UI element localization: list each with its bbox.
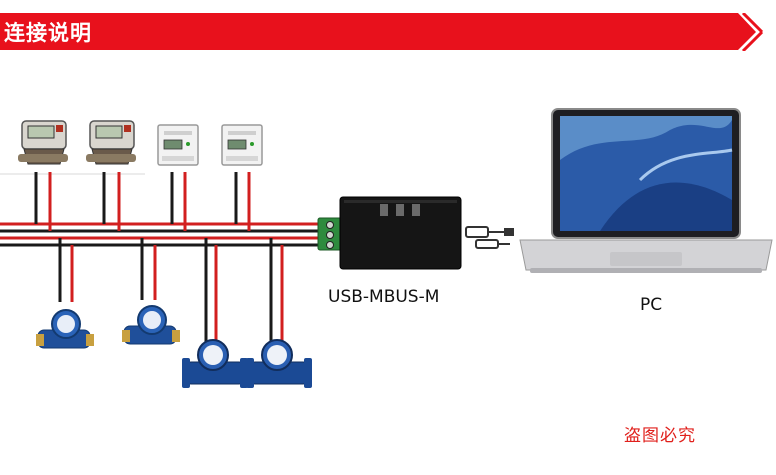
- bottom-drop-wires: [58, 238, 284, 345]
- water-meter-1: [36, 309, 94, 349]
- energy-meter-1: [157, 124, 199, 166]
- terminal-block-icon: [317, 217, 343, 251]
- usb-cable-icon: [465, 226, 514, 249]
- energy-meter-2: [221, 124, 263, 166]
- laptop-icon: [519, 108, 773, 273]
- banner-shape: [0, 13, 764, 51]
- banner-title: 连接说明: [4, 21, 92, 45]
- flanged-meter-2: [246, 339, 312, 388]
- header-banner: 连接说明: [0, 13, 776, 51]
- bus-wires: [0, 222, 322, 247]
- heat-meter-1: [18, 120, 68, 165]
- water-meter-2: [122, 305, 180, 345]
- usb-mbus-converter: [339, 196, 462, 270]
- converter-label: USB-MBUS-M: [328, 287, 440, 307]
- flanged-meter-1: [182, 339, 248, 388]
- top-drop-wires: [34, 172, 251, 231]
- watermark-text: 盗图必究: [624, 426, 696, 446]
- pc-label: PC: [640, 295, 663, 315]
- heat-meter-2: [86, 120, 136, 165]
